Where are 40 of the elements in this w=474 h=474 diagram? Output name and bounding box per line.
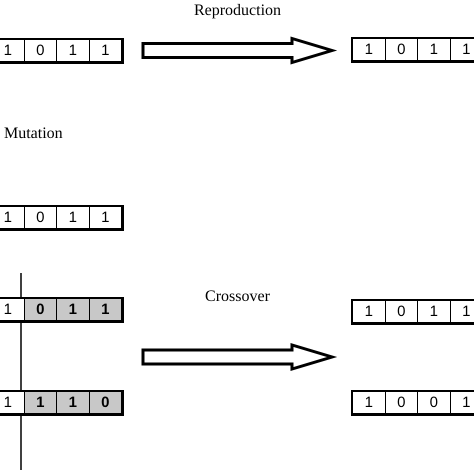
block-arrow bbox=[142, 36, 338, 65]
bit-string bbox=[0, 205, 124, 231]
bit-string bbox=[351, 37, 474, 63]
bit-cell: 0 bbox=[417, 392, 450, 413]
operation-label: Mutation bbox=[4, 125, 63, 143]
bit-string bbox=[0, 297, 124, 323]
bit-cell: 1 bbox=[56, 207, 88, 228]
bit-cell: 1 bbox=[56, 299, 88, 320]
bit-cell-text: 1 bbox=[2, 393, 13, 413]
bit-cell: 0 bbox=[24, 299, 56, 320]
bit-cell: 1 bbox=[56, 40, 88, 61]
bit-cell: 1 bbox=[450, 392, 474, 413]
bit-string bbox=[351, 299, 474, 325]
bit-cell: 0 bbox=[24, 40, 56, 61]
bit-string bbox=[351, 390, 474, 416]
bit-cell: 1 bbox=[450, 301, 474, 322]
block-arrow bbox=[142, 342, 338, 372]
bit-cell: 1 bbox=[417, 301, 450, 322]
bit-cell: 0 bbox=[384, 301, 417, 322]
bit-cell-text: 1 bbox=[2, 300, 13, 320]
bit-cell-text: 1 bbox=[2, 41, 13, 61]
bit-string bbox=[0, 390, 124, 416]
bit-cell: 1 bbox=[88, 299, 121, 320]
bit-cell-text: 1 bbox=[364, 302, 374, 322]
bit-cell: 1 bbox=[56, 392, 88, 413]
bit-cell: 0 bbox=[88, 392, 121, 413]
bit-cell: 1 bbox=[88, 40, 121, 61]
bit-cell-text: 1 bbox=[364, 40, 374, 60]
bit-cell-text: 1 bbox=[2, 208, 13, 228]
bit-string bbox=[0, 38, 124, 64]
bit-cell: 0 bbox=[384, 39, 417, 60]
bit-cell: 1 bbox=[417, 39, 450, 60]
bit-cell: 1 bbox=[24, 392, 56, 413]
bit-cell: 0 bbox=[24, 207, 56, 228]
bit-cell-text: 1 bbox=[364, 393, 374, 413]
edge-label: Reproduction bbox=[192, 2, 282, 20]
edge-label: Crossover bbox=[204, 288, 271, 306]
bit-cell: 1 bbox=[88, 207, 121, 228]
bit-cell: 1 bbox=[450, 39, 474, 60]
bit-cell: 0 bbox=[384, 392, 417, 413]
